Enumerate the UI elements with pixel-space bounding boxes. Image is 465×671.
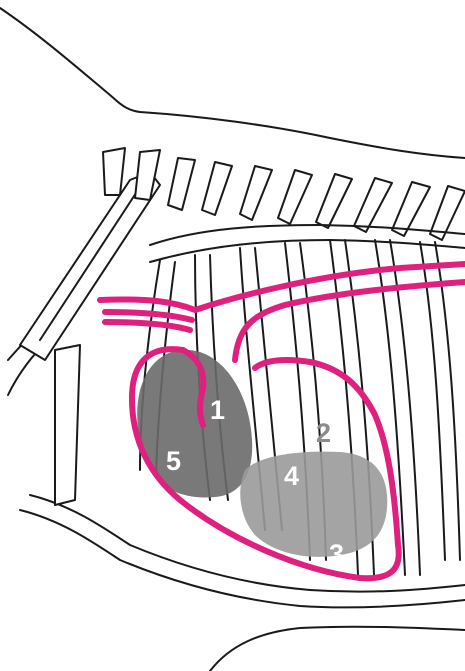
scapula-bone [20, 172, 160, 360]
scapula-inner-line [40, 190, 138, 340]
forelimb-bone [55, 345, 80, 505]
vertebral-column [150, 225, 465, 262]
region-4 [240, 452, 387, 557]
body-outline-ventral [210, 627, 465, 671]
label-5: 5 [166, 446, 181, 476]
body-outline-dorsal [0, 8, 465, 158]
label-3: 3 [329, 539, 344, 569]
label-4: 4 [284, 461, 299, 491]
label-1: 1 [210, 395, 225, 425]
label-2: 2 [316, 418, 331, 448]
